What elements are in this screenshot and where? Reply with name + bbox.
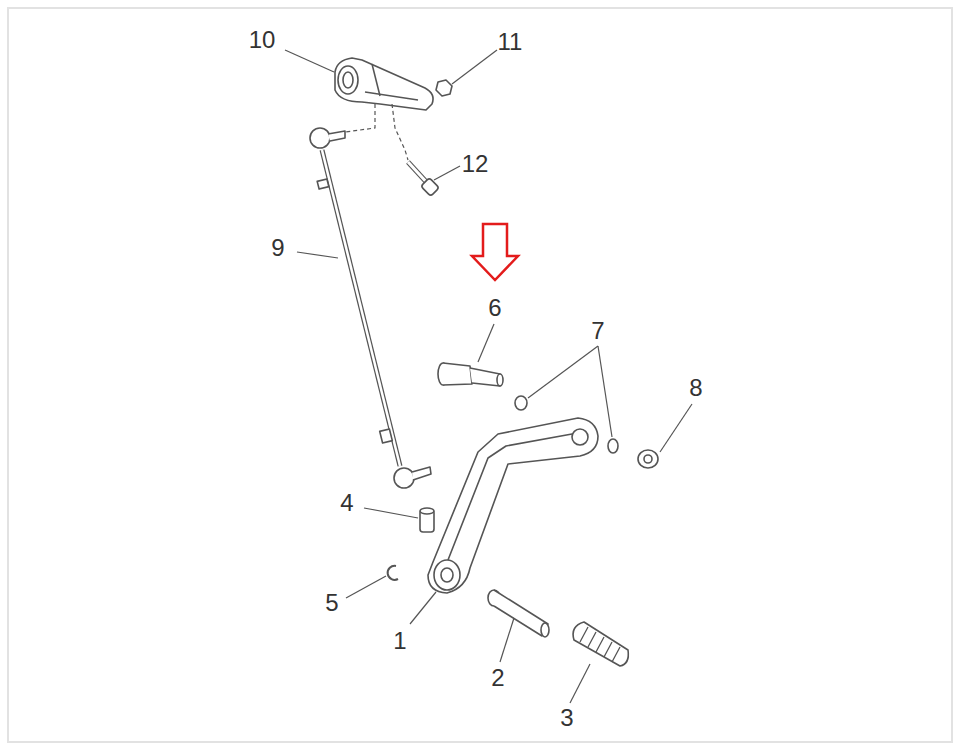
callout-number: 6 [488, 296, 501, 320]
linkage-rod [310, 128, 431, 488]
assembly-lines [345, 104, 408, 160]
clamp-part [335, 58, 433, 110]
frame [8, 8, 952, 742]
retaining-clip [388, 566, 398, 580]
washer [638, 450, 658, 468]
callout-number: 7 [591, 319, 604, 343]
callout-number: 4 [340, 491, 353, 515]
footpeg-rubber [573, 622, 628, 666]
callout-number: 11 [498, 30, 523, 54]
o-ring [608, 439, 618, 453]
callout-number: 1 [393, 629, 406, 653]
gear-lever [428, 418, 598, 593]
footpeg [488, 590, 549, 637]
callout-number: 10 [249, 28, 276, 52]
callout-number: 8 [689, 376, 702, 400]
pivot-bolt [438, 363, 503, 386]
callout-number: 2 [491, 666, 504, 690]
callout-number: 3 [560, 706, 573, 730]
callout-number: 12 [462, 152, 489, 176]
o-ring [515, 396, 527, 410]
callout-number: 9 [271, 236, 284, 260]
leader-lines [285, 50, 692, 703]
nut [436, 80, 452, 96]
highlight-arrow [472, 224, 518, 280]
callout-number: 5 [325, 591, 338, 615]
pin [420, 508, 434, 532]
